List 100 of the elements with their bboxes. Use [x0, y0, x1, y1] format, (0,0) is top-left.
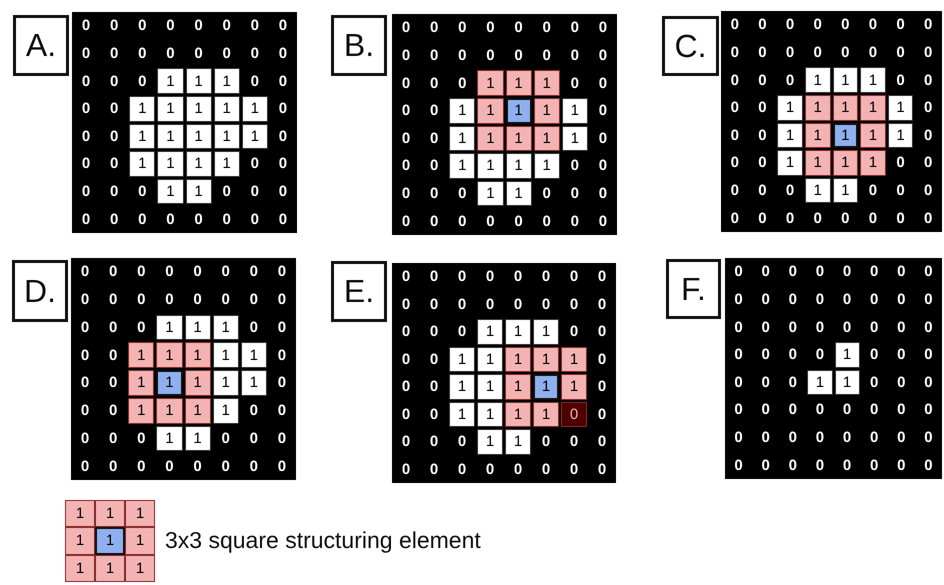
- pixel-value: 0: [80, 182, 92, 202]
- pixel-value: 0: [570, 74, 580, 94]
- pixel-value: 0: [733, 318, 744, 338]
- pixel-value: 0: [812, 42, 823, 63]
- pixel-cell: 1: [214, 96, 240, 122]
- pixel-value: 0: [428, 322, 440, 342]
- pixel-value: 0: [80, 318, 90, 338]
- pixel-value: 0: [788, 456, 798, 476]
- structuring-element-cell: 1: [561, 346, 587, 372]
- pixel-value: 0: [457, 212, 468, 232]
- pixel-value: 0: [512, 460, 524, 480]
- structuring-element-cell: 1: [95, 554, 125, 582]
- pixel-value: 0: [760, 400, 771, 420]
- pixel-value: 0: [784, 70, 796, 91]
- pixel-value: 0: [137, 44, 148, 64]
- pixel-value: 0: [840, 208, 850, 229]
- pixel-value: 0: [596, 350, 608, 370]
- pixel-value: 0: [250, 154, 260, 174]
- pixel-value: 0: [542, 46, 552, 66]
- pixel-value: 0: [484, 294, 496, 315]
- origin-cell: 1: [533, 374, 559, 400]
- pixel-value: 0: [484, 267, 496, 288]
- pixel-value: 0: [730, 70, 740, 91]
- pixel-value: 0: [570, 184, 580, 204]
- origin-cell: 1: [832, 122, 858, 148]
- pixel-value: 0: [895, 181, 906, 202]
- pixel-value: 0: [923, 290, 934, 310]
- pixel-value: 0: [812, 208, 823, 229]
- legend-text: 3x3 square structuring element: [165, 527, 481, 554]
- pixel-value: 0: [429, 101, 440, 122]
- pixel-value: 0: [456, 460, 468, 480]
- pixel-value: 0: [109, 154, 120, 174]
- pixel-value: 0: [733, 456, 744, 476]
- pixel-value: 0: [784, 42, 796, 63]
- pixel-value: 0: [596, 294, 608, 315]
- pixel-value: 0: [220, 428, 231, 449]
- pixel-value: 0: [429, 156, 440, 176]
- pixel-value: 0: [568, 460, 580, 480]
- pixel-value: 0: [400, 46, 412, 66]
- pixel-value: 0: [428, 350, 440, 370]
- panel-label: C.: [662, 16, 719, 76]
- pixel-value: 0: [136, 428, 146, 449]
- pixel-value: 0: [542, 212, 552, 232]
- panel-label: F.: [666, 259, 721, 319]
- pixel-value: 0: [568, 294, 580, 315]
- pixel-value: 0: [276, 290, 288, 310]
- pixel-value: 0: [485, 212, 496, 232]
- pixel-value: 0: [923, 153, 934, 174]
- pixel-value: 0: [457, 46, 468, 66]
- pixel-value: 0: [733, 290, 744, 310]
- origin-cell: 1: [156, 370, 182, 396]
- pixel-cell: 1: [156, 426, 182, 452]
- pixel-value: 0: [868, 42, 878, 63]
- pixel-value: 0: [485, 46, 496, 66]
- pixel-cell: 1: [505, 429, 531, 454]
- pixel-value: 0: [598, 212, 608, 232]
- pixel-cell: 1: [534, 153, 560, 179]
- pixel-value: 0: [276, 318, 288, 338]
- pixel-value: 0: [596, 322, 608, 342]
- pixel-value: 0: [784, 208, 796, 229]
- pixel-value: 0: [730, 153, 740, 174]
- pixel-value: 0: [896, 318, 906, 338]
- mismatch-cell: 0: [561, 402, 587, 427]
- pixel-value: 0: [896, 400, 906, 420]
- pixel-value: 0: [923, 372, 934, 393]
- pixel-value: 0: [165, 44, 176, 64]
- pixel-value: 0: [540, 432, 552, 452]
- pixel-value: 0: [192, 456, 203, 477]
- pixel-value: 0: [513, 18, 524, 38]
- pixel-value: 0: [869, 318, 880, 338]
- pixel-value: 0: [165, 210, 176, 230]
- structuring-element-cell: 1: [533, 402, 559, 427]
- pixel-value: 0: [248, 318, 259, 338]
- pixel-value: 0: [895, 208, 906, 229]
- structuring-element-cell: 1: [506, 70, 532, 96]
- pixel-value: 0: [248, 456, 259, 477]
- pixel-value: 0: [108, 456, 118, 477]
- pixel-value: 0: [842, 290, 852, 310]
- pixel-value: 0: [869, 345, 880, 366]
- pixel-value: 0: [812, 15, 823, 36]
- pixel-value: 0: [730, 208, 740, 229]
- pixel-value: 0: [457, 74, 468, 94]
- pixel-value: 0: [400, 18, 412, 38]
- pixel-value: 0: [788, 400, 798, 420]
- pixel-value: 0: [923, 345, 934, 366]
- pixel-value: 0: [757, 15, 768, 36]
- pixel-cell: 1: [157, 151, 184, 177]
- structuring-element-cell: 1: [184, 342, 211, 368]
- pixel-cell: 1: [477, 402, 503, 427]
- pixel-value: 0: [570, 18, 580, 38]
- pixel-value: 0: [896, 372, 906, 393]
- pixel-value: 0: [923, 456, 934, 476]
- pixel-value: 0: [400, 322, 412, 342]
- pixel-cell: 1: [562, 98, 588, 124]
- pixel-cell: 1: [777, 150, 803, 176]
- pixel-value: 0: [400, 460, 412, 480]
- pixel-value: 0: [400, 377, 412, 398]
- pixel-value: 0: [80, 290, 90, 310]
- pixel-value: 0: [869, 372, 880, 393]
- pixel-value: 0: [429, 184, 440, 204]
